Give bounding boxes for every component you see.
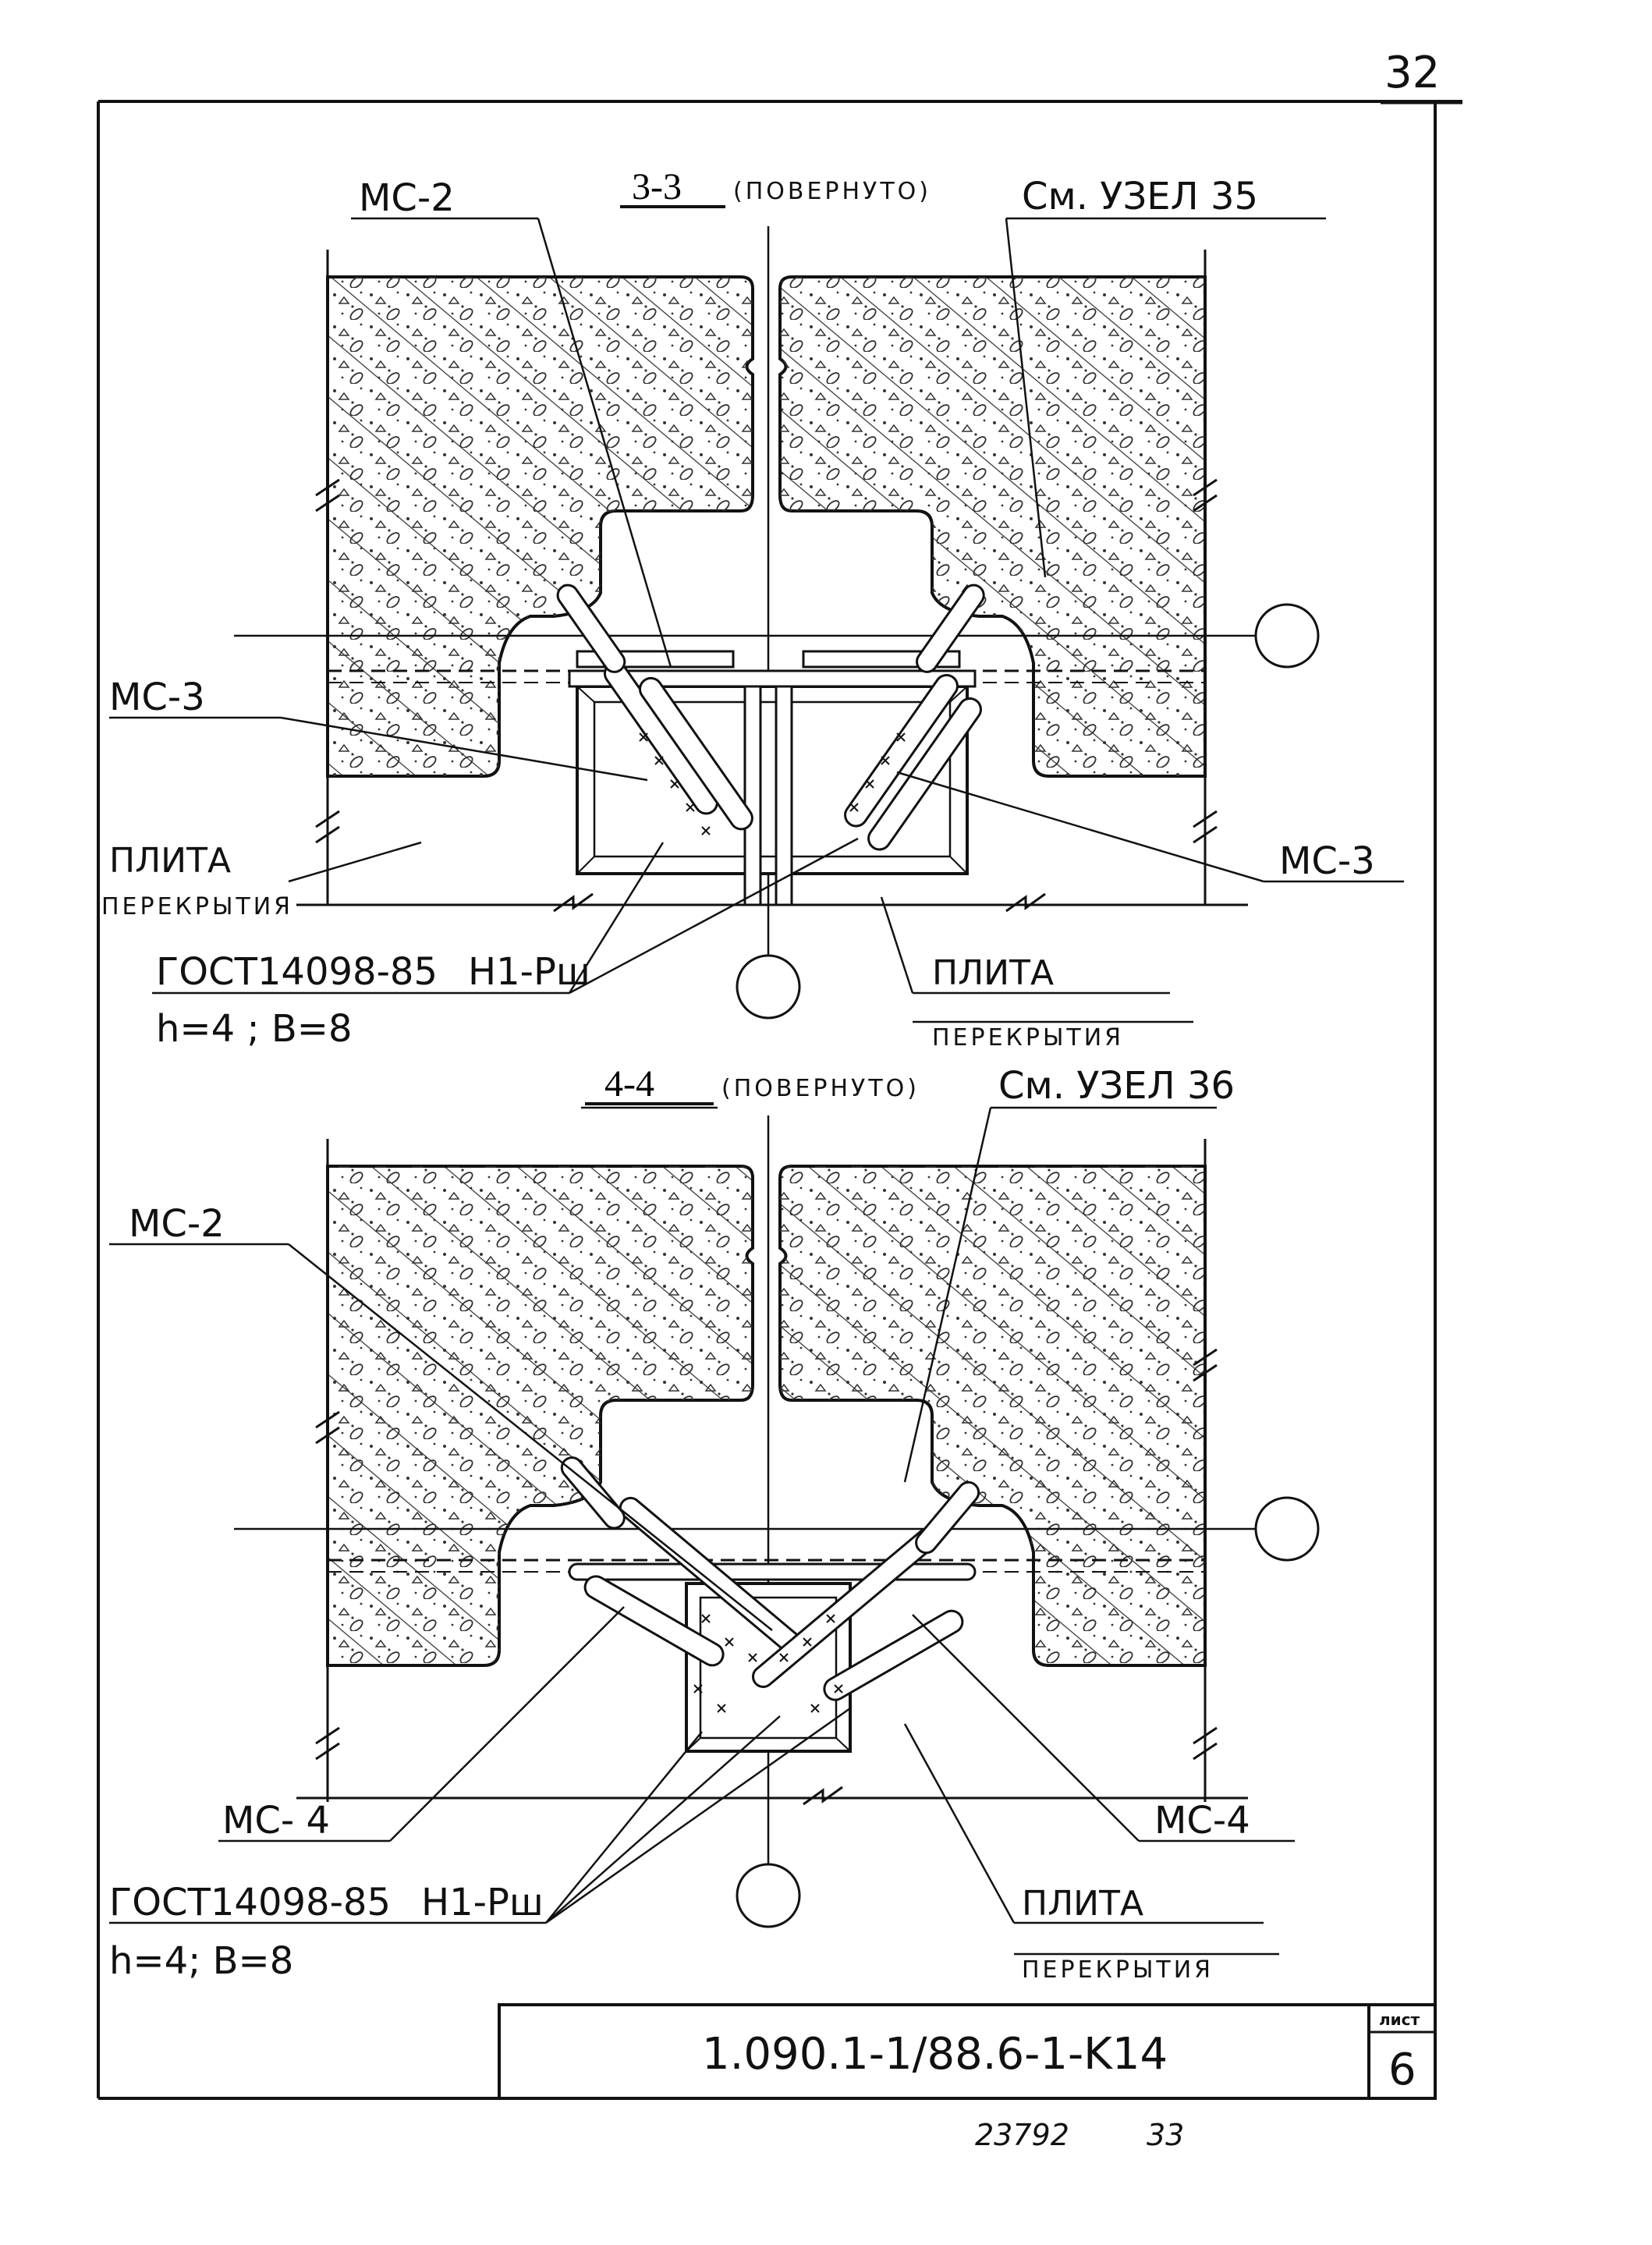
sheet-number: 6: [1388, 2045, 1416, 2095]
section-3-3: 3-3 (ПОВЕРНУТО) См. УЗЕЛ 35 МС-2 МС-3 МС…: [101, 166, 1404, 1052]
section-4-ref: См. УЗЕЛ 36: [998, 1064, 1235, 1108]
section-4-title: 4-4: [604, 1063, 654, 1105]
label-ms2-3: МС-2: [359, 176, 455, 220]
concrete-block-right-4: [778, 1165, 1207, 1667]
label-ms4-right: МС-4: [1154, 1799, 1250, 1842]
section-3-ref: См. УЗЕЛ 35: [1022, 175, 1258, 218]
label-plate-4-1: ПЛИТА: [1022, 1884, 1143, 1924]
footer-page-index: 33: [1147, 2118, 1184, 2152]
concrete-block-left-4: [326, 1165, 754, 1667]
title-block: 1.090.1-1/88.6-1-K14 лист 6: [498, 2003, 1437, 2100]
label-gost-3: ГОСТ14098-85: [156, 950, 438, 994]
document-code: 1.090.1-1/88.6-1-K14: [702, 2029, 1168, 2080]
label-plate-left-1: ПЛИТА: [109, 841, 231, 881]
sheet-label: лист: [1379, 2010, 1420, 2029]
label-ms4-left: МС- 4: [222, 1799, 330, 1842]
section-4-4: 4-4 (ПОВЕРНУТО) См. УЗЕЛ 36 МС-2 МС- 4 М…: [109, 1063, 1320, 1984]
section-4-note: (ПОВЕРНУТО): [721, 1075, 920, 1102]
label-dims-4: h=4; В=8: [109, 1939, 293, 1983]
section-3-title: 3-3: [632, 166, 682, 207]
label-dims-3: h=4 ; В=8: [156, 1007, 353, 1051]
page-number: 32: [1384, 48, 1440, 98]
label-weld-3: Н1-Рш: [468, 950, 590, 994]
label-plate-4-2: ПЕРЕКРЫТИЯ: [1022, 1956, 1214, 1984]
label-plate-right-2: ПЕРЕКРЫТИЯ: [932, 1024, 1124, 1052]
section-3-note: (ПОВЕРНУТО): [733, 178, 931, 205]
label-plate-right-1: ПЛИТА: [932, 953, 1054, 993]
label-weld-4: Н1-Рш: [421, 1881, 544, 1924]
footer-inventory-number: 23792: [975, 2118, 1069, 2152]
label-gost-4: ГОСТ14098-85: [109, 1881, 391, 1924]
label-ms3-left: МС-3: [109, 676, 205, 719]
concrete-block-right-3: [778, 275, 1207, 778]
label-ms3-right: МС-3: [1279, 839, 1375, 883]
concrete-block-left-3: [326, 275, 754, 778]
label-plate-left-2: ПЕРЕКРЫТИЯ: [101, 893, 293, 920]
label-ms2-4: МС-2: [129, 1202, 225, 1246]
